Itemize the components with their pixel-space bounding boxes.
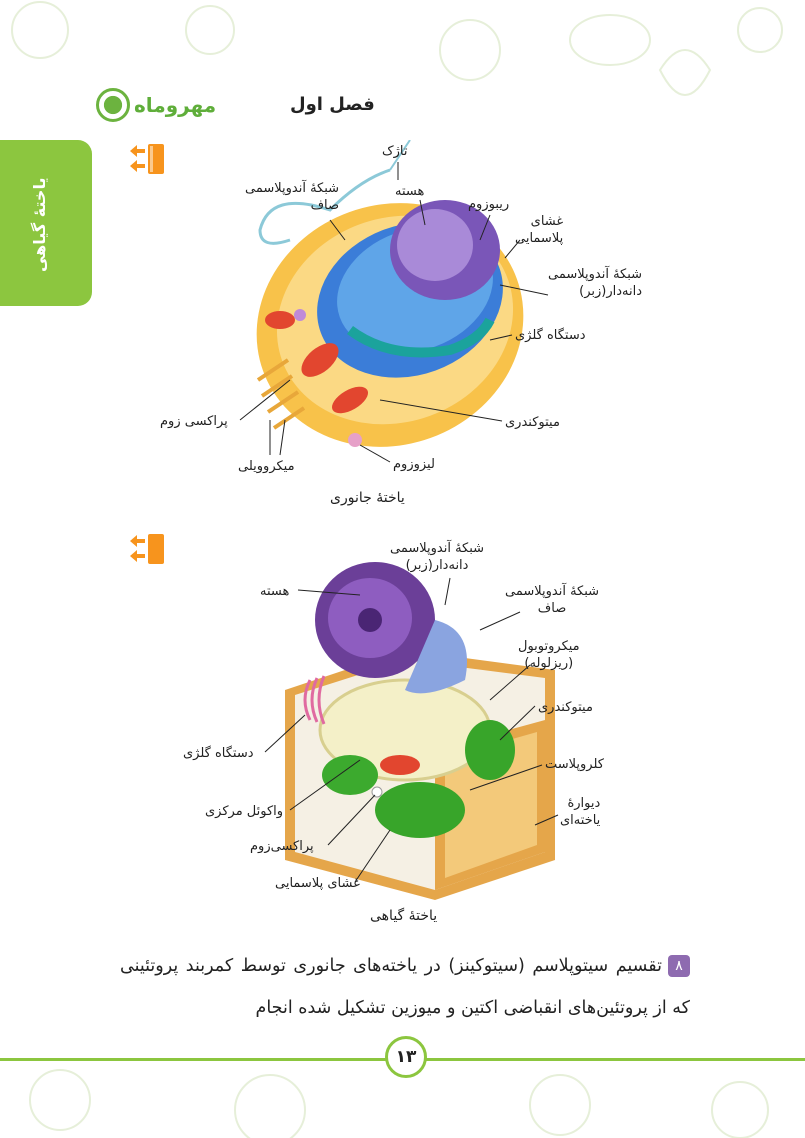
chapter-title: فصل اول <box>290 94 375 115</box>
label-line: یاخته‌ای <box>560 813 601 828</box>
page-number: ۱۳ <box>385 1036 427 1078</box>
body-paragraph: ۸تقسیم سیتوپلاسم (سیتوکینز) در یاخته‌های… <box>120 945 690 1029</box>
label-plant-nucleus: هسته <box>260 584 290 599</box>
animal-cell-caption: یاختهٔ جانوری <box>330 490 405 506</box>
label-mitochondrion: میتوکندری <box>505 415 560 430</box>
animal-cell-illustration <box>256 140 524 447</box>
side-tab-label: یاختهٔ گیاهی <box>30 177 49 273</box>
label-microtubule: میکروتوبول (ریزلوله) <box>518 638 580 672</box>
label-plant-golgi: دستگاه گلژی <box>183 746 254 761</box>
label-peroxisome: پراکسی زوم <box>160 414 228 429</box>
brand-name: مهروماه <box>134 93 217 117</box>
book-link-icon-2[interactable] <box>128 532 166 566</box>
label-rough-er: شبکهٔ آندوپلاسمی دانه‌دار(زبر) <box>548 266 642 300</box>
label-central-vacuole: واکوئل مرکزی <box>205 804 284 819</box>
label-golgi: دستگاه گلژی <box>515 328 586 343</box>
label-line: شبکهٔ آندوپلاسمی <box>390 541 485 556</box>
label-nucleus: هسته <box>395 184 425 199</box>
label-line: صاف <box>537 601 567 616</box>
label-cell-wall: دیوارهٔ یاخته‌ای <box>560 795 600 829</box>
label-microvilli: میکروویلی <box>238 459 295 474</box>
item-number-badge: ۸ <box>668 955 690 977</box>
label-line: شبکهٔ آندوپلاسمی <box>548 267 643 282</box>
label-ribosome: ریبوزوم <box>468 197 510 212</box>
paragraph-text: تقسیم سیتوپلاسم (سیتوکینز) در یاخته‌های … <box>120 956 690 1018</box>
label-flagellum: تاژک <box>382 144 408 159</box>
butterfly-logo-icon <box>96 88 130 122</box>
label-line: دانه‌دار(زبر) <box>405 558 469 573</box>
label-plant-rough-er: شبکهٔ آندوپلاسمی دانه‌دار(زبر) <box>390 540 484 574</box>
book-link-icon[interactable] <box>128 142 166 176</box>
label-line: صاف <box>310 198 340 213</box>
label-plant-plasma-membrane: غشای پلاسمایی <box>275 876 360 891</box>
label-smooth-er: شبکهٔ آندوپلاسمی صاف <box>245 180 339 214</box>
label-line: شبکهٔ آندوپلاسمی <box>245 181 340 196</box>
label-plant-smooth-er: شبکهٔ آندوپلاسمی صاف <box>505 583 599 617</box>
label-line: شبکهٔ آندوپلاسمی <box>505 584 600 599</box>
label-line: دیوارهٔ <box>567 796 601 811</box>
label-line: (ریزلوله) <box>524 656 574 671</box>
label-plasma-membrane: غشای پلاسمایی <box>515 213 563 247</box>
label-line: غشای <box>530 214 564 229</box>
label-plant-mitochondrion: میتوکندری <box>538 700 593 715</box>
label-line: دانه‌دار(زبر) <box>579 284 643 299</box>
brand-logo: مهروماه <box>96 88 216 122</box>
label-line: میکروتوبول <box>518 639 580 654</box>
label-line: پلاسمایی <box>515 231 564 246</box>
plant-cell-caption: یاختهٔ گیاهی <box>370 908 438 924</box>
label-lysosome: لیزوزوم <box>393 457 435 472</box>
label-plant-peroxisome: پراکسی‌زوم <box>250 839 314 854</box>
side-tab[interactable] <box>0 140 92 306</box>
label-chloroplast: کلروپلاست <box>545 757 604 772</box>
